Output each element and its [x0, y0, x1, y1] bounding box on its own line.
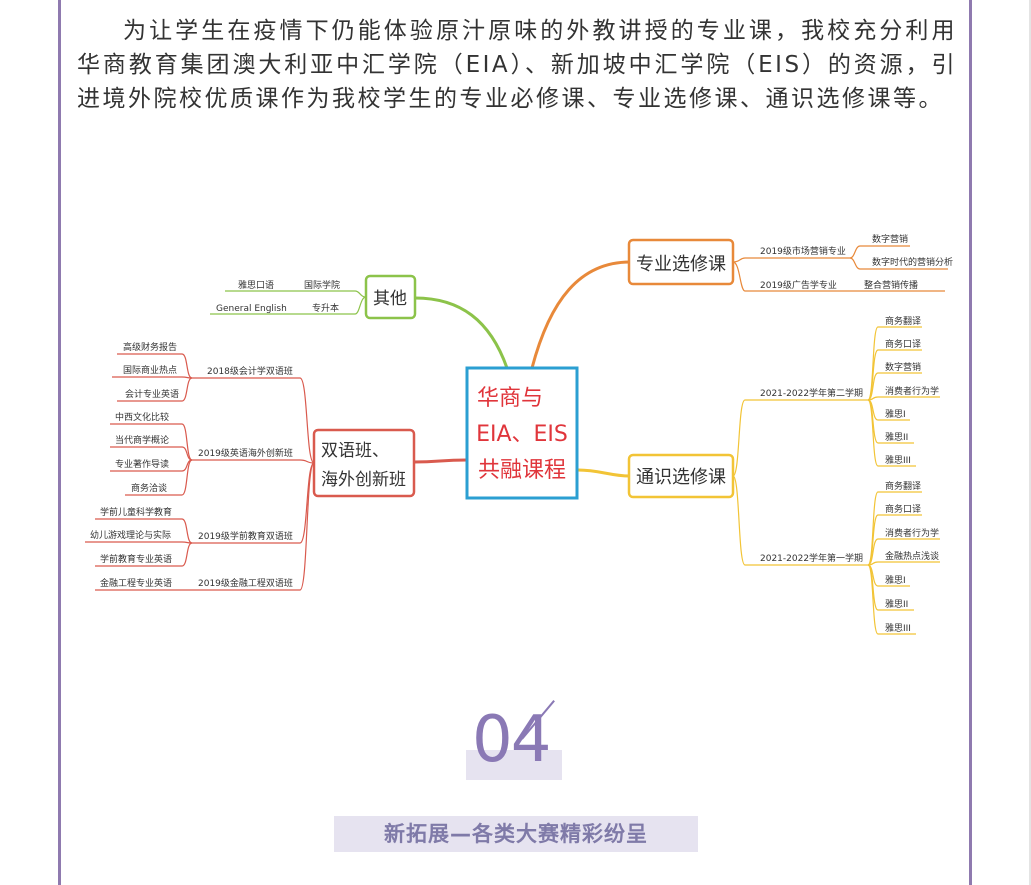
other-group-2: 专升本	[312, 302, 339, 314]
section-title-background	[334, 816, 698, 852]
frame-right-border	[969, 0, 972, 885]
intro-paragraph: 为让学生在疫情下仍能体验原汁原味的外教讲授的专业课，我校充分利用华商教育集团澳大…	[77, 18, 957, 112]
frame-left-border	[58, 0, 61, 885]
general-leaf-1-7: 雅思III	[885, 454, 911, 466]
other-subtree	[210, 290, 367, 315]
general-group-2: 2021-2022学年第一学期	[760, 552, 863, 564]
bilingual-leaf-2-4: 商务洽谈	[131, 482, 167, 494]
general-leaf-1-4: 消费者行为学	[885, 385, 939, 397]
bilingual-leaf-2-3: 专业著作导读	[115, 458, 169, 470]
elective-subtree	[732, 245, 948, 292]
bilingual-group-3: 2019级学前教育双语班	[198, 530, 293, 542]
bilingual-leaf-3-3: 学前教育专业英语	[100, 553, 172, 565]
bilingual-leaf-1-3: 会计专业英语	[125, 388, 179, 400]
center-line1: 华商与	[477, 386, 543, 411]
center-node	[465, 366, 579, 500]
other-leaf-2: General English	[216, 304, 287, 314]
general-leaf-2-4: 金融热点浅谈	[885, 550, 939, 562]
general-subtree	[732, 326, 940, 635]
bilingual-leaf-3-1: 学前儿童科学教育	[100, 506, 172, 518]
general-group-1: 2021-2022学年第二学期	[760, 387, 863, 399]
general-leaf-1-6: 雅思II	[885, 431, 908, 443]
bilingual-leaf-4-1: 金融工程专业英语	[100, 577, 172, 589]
other-leaf-1: 雅思口语	[238, 279, 274, 291]
general-leaf-1-5: 雅思I	[885, 408, 906, 420]
general-leaf-1-3: 数字营销	[885, 361, 921, 373]
center-line2: EIA、EIS	[476, 422, 568, 447]
center-line3: 共融课程	[478, 458, 566, 483]
general-leaf-2-1: 商务翻译	[885, 480, 921, 492]
general-leaf-2-5: 雅思I	[885, 574, 906, 586]
general-label: 通识选修课	[636, 467, 726, 488]
bilingual-group-4: 2019级金融工程双语班	[198, 577, 293, 589]
section-number-background	[466, 750, 562, 780]
bilingual-leaf-1-2: 国际商业热点	[123, 364, 177, 376]
elective-leaf-2-1: 整合营销传播	[864, 279, 918, 291]
section-number: 04	[472, 703, 551, 777]
general-leaf-1-1: 商务翻译	[885, 315, 921, 327]
general-leaf-2-3: 消费者行为学	[885, 527, 939, 539]
other-group-1: 国际学院	[304, 279, 340, 291]
general-leaf-2-2: 商务口译	[885, 503, 921, 515]
elective-leaf-1-2: 数字时代的营销分析	[872, 256, 953, 268]
other-label: 其他	[373, 289, 407, 309]
general-leaf-2-7: 雅思III	[885, 622, 911, 634]
branch-bilingual	[413, 458, 468, 464]
elective-label: 专业选修课	[636, 254, 726, 275]
bilingual-line1: 双语班、	[321, 441, 389, 461]
bilingual-line2: 海外创新班	[321, 470, 406, 490]
elective-group-2: 2019级广告学专业	[760, 279, 837, 291]
branch-other	[414, 296, 509, 369]
bilingual-leaf-3-2: 幼儿游戏理论与实际	[90, 529, 171, 541]
branch-general	[577, 468, 631, 478]
section-title: 新拓展—各类大赛精彩纷呈	[384, 822, 648, 846]
bilingual-group-1: 2018级会计学双语班	[207, 365, 293, 377]
bilingual-leaf-1-1: 高级财务报告	[123, 341, 177, 353]
general-leaf-1-2: 商务口译	[885, 338, 921, 350]
elective-leaf-1-1: 数字营销	[872, 233, 908, 245]
general-leaf-2-6: 雅思II	[885, 598, 908, 610]
bilingual-subtree	[85, 353, 315, 591]
page-edge	[1029, 0, 1031, 885]
bilingual-leaf-2-1: 中西文化比较	[115, 411, 169, 423]
branch-elective	[530, 260, 631, 369]
bilingual-group-2: 2019级英语海外创新班	[198, 447, 293, 459]
bilingual-leaf-2-2: 当代商学概论	[115, 434, 169, 446]
elective-group-1: 2019级市场营销专业	[760, 245, 846, 257]
